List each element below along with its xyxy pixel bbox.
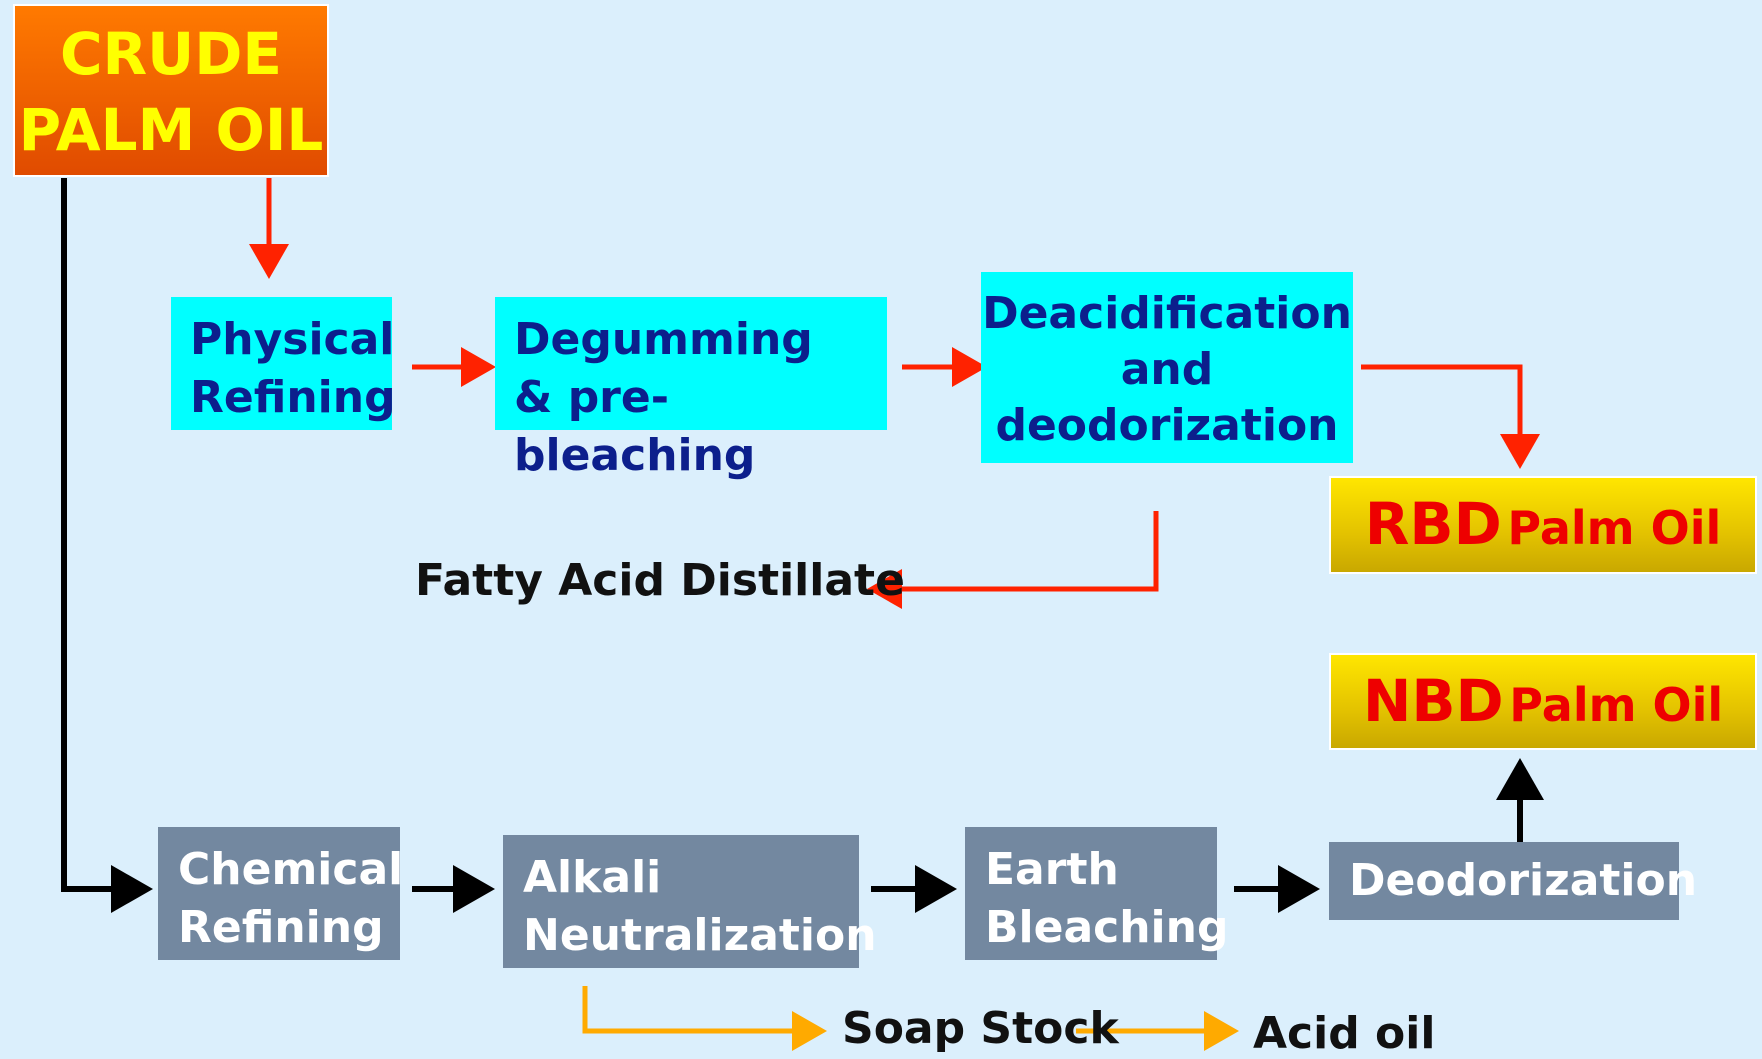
deacid-line-2: and [1120,344,1214,395]
arrow-deacid-to-rbd [1361,364,1540,469]
physical-line-1: Physical [190,314,395,365]
crude-line-2: PALM OIL [18,96,324,164]
arrow-alkali-to-soap [582,986,827,1051]
deodor-label: Deodorization [1349,855,1698,906]
chemical-line-2: Refining [178,902,384,953]
deacid-line-1: Deacidification [982,288,1352,339]
alkali-line-1: Alkali [523,852,662,903]
rbd-palm-oil-box: RBD Palm Oil [1329,476,1757,574]
nbd-prefix: NBD [1362,667,1504,735]
degumming-line-1: Degumming [514,314,813,365]
fatty-acid-distillate-label: Fatty Acid Distillate [415,555,905,606]
nbd-palm-oil-box: NBD Palm Oil [1329,653,1757,750]
chemical-refining-box: Chemical Refining [158,827,404,960]
rbd-prefix: RBD [1364,490,1502,558]
degumming-box: Degumming & pre-bleaching [495,297,887,481]
arrow-deacid-to-fatty [867,511,1159,609]
arrow-crude-to-chemical [61,178,153,913]
earth-line-1: Earth [985,844,1119,895]
nbd-suffix: Palm Oil [1509,678,1724,732]
rbd-suffix: Palm Oil [1507,501,1722,555]
crude-line-1: CRUDE [59,20,283,88]
physical-refining-box: Physical Refining [171,297,396,430]
alkali-line-2: Neutralization [523,910,877,961]
earth-line-2: Bleaching [985,902,1229,953]
physical-line-2: Refining [190,372,396,423]
deacidification-box: Deacidification and deodorization [981,272,1353,463]
earth-bleaching-box: Earth Bleaching [965,827,1229,960]
deodorization-box: Deodorization [1329,842,1698,920]
deacid-line-3: deodorization [995,400,1339,451]
acid-oil-label: Acid oil [1253,1008,1436,1059]
crude-palm-oil-box: CRUDE PALM OIL [13,4,329,177]
soap-stock-label: Soap Stock [842,1003,1119,1054]
chemical-line-1: Chemical [178,844,404,895]
degumming-line-2: & pre-bleaching [514,372,756,481]
alkali-neutralization-box: Alkali Neutralization [503,835,877,968]
